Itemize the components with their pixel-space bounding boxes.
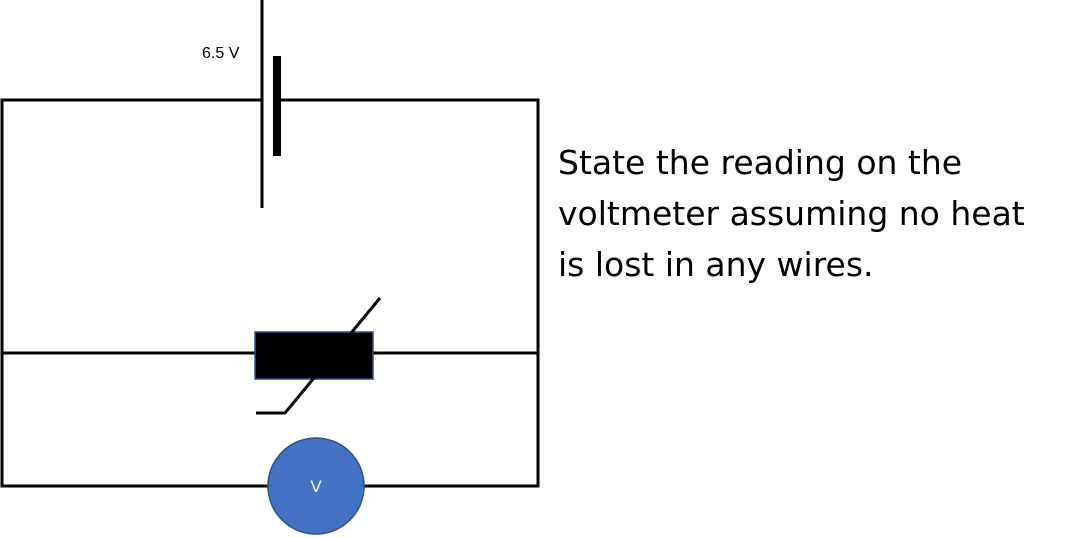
thermistor <box>254 297 382 415</box>
voltmeter-circle <box>267 437 365 535</box>
question-line-2: voltmeter assuming no heat <box>558 194 1025 233</box>
top-right-wire <box>277 98 540 488</box>
thermistor-diagonal <box>256 297 382 415</box>
battery-voltage-label: 6.5 V <box>202 45 240 62</box>
top-left-wire <box>0 98 268 488</box>
battery: 6.5 V <box>202 0 281 208</box>
voltmeter: V <box>267 437 365 535</box>
question-text: State the reading on the voltmeter assum… <box>558 137 1073 290</box>
question-line-1: State the reading on the <box>558 143 963 182</box>
question-line-3: is lost in any wires. <box>558 245 874 284</box>
thermistor-body <box>254 331 374 380</box>
voltmeter-label: V <box>310 477 322 496</box>
